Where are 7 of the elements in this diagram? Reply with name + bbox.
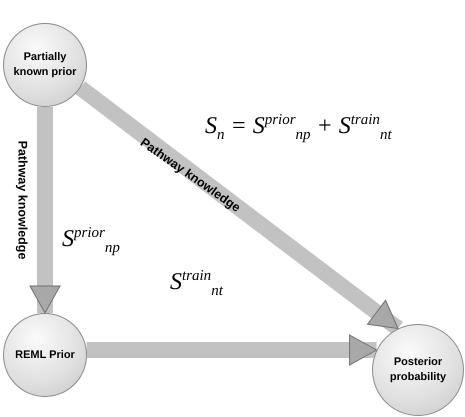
edge-label: Pathway knowledge	[14, 140, 29, 260]
node-label: Posterior probability	[388, 355, 448, 385]
node-label: REML Prior	[14, 348, 76, 362]
block-arrow	[30, 107, 60, 314]
block-arrow	[75, 81, 403, 335]
node-label: Partially known prior	[12, 50, 78, 80]
block-arrow	[86, 334, 378, 366]
